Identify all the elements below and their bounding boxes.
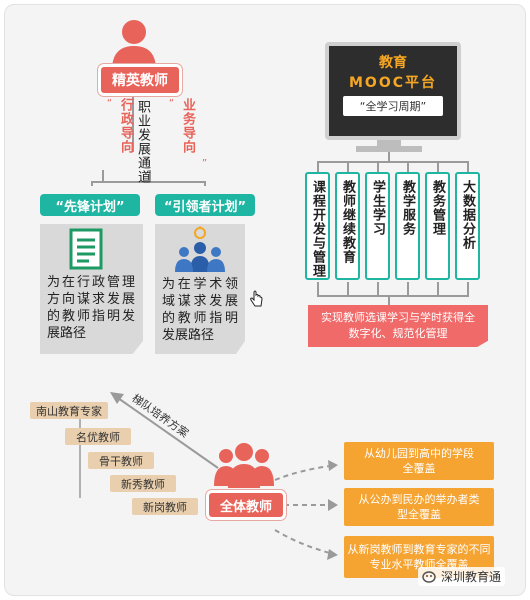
elite-teacher-label: 精英教师 bbox=[112, 73, 168, 89]
level-label: 骨干教师 bbox=[99, 454, 143, 468]
leader-plan-pill: “引领者计划” bbox=[155, 194, 255, 216]
close-quote: ” bbox=[199, 158, 210, 170]
elite-teacher-badge: 精英教师 bbox=[98, 64, 182, 96]
service-course-dev: 课程开发与管理 bbox=[305, 172, 330, 280]
service-label: 大数据分析 bbox=[460, 180, 475, 250]
watermark-text: 深圳教育通 bbox=[441, 570, 502, 584]
coverage-text: 从公办到民办的举办者类型全覆盖 bbox=[358, 493, 480, 521]
mooc-platform-monitor: 教育 MOOC平台 “全学习周期” bbox=[325, 42, 461, 140]
close-quote: ” bbox=[137, 158, 148, 170]
wechat-icon bbox=[422, 570, 436, 583]
open-quote: “ bbox=[104, 98, 115, 110]
vanguard-plan-text: 为在行政管理方向谋求发展的教师指明发展路径 bbox=[47, 275, 135, 341]
platform-goal-text: 实现教师选课学习与学时获得全数字化、规范化管理 bbox=[321, 311, 475, 340]
level-nanshan-expert: 南山教育专家 bbox=[30, 402, 108, 419]
platform-subtitle: “全学习周期” bbox=[343, 96, 443, 116]
level-famous-teacher: 名优教师 bbox=[65, 428, 131, 445]
career-channel-label: 职业发展通道 bbox=[135, 100, 150, 184]
service-label: 课程开发与管理 bbox=[310, 180, 325, 278]
service-label: 学生学习 bbox=[370, 180, 385, 236]
level-backbone-teacher: 骨干教师 bbox=[88, 452, 154, 469]
all-teachers-group-icon bbox=[214, 443, 274, 488]
hand-cursor-icon bbox=[250, 290, 263, 307]
service-label: 教务管理 bbox=[430, 180, 445, 236]
watermark: 深圳教育通 bbox=[418, 567, 506, 586]
service-label: 教师继续教育 bbox=[340, 180, 355, 264]
business-guide-label: 业务导向 bbox=[180, 98, 195, 154]
platform-title-line1: 教育 bbox=[379, 55, 407, 71]
all-teachers-label: 全体教师 bbox=[219, 499, 272, 515]
level-label: 名优教师 bbox=[76, 430, 120, 444]
admin-guide: “ 行政导向 ” bbox=[104, 98, 148, 170]
platform-title-line2: MOOC平台 bbox=[348, 75, 437, 91]
vanguard-plan-label: “先锋计划” bbox=[55, 199, 125, 215]
level-new-teacher: 新岗教师 bbox=[132, 498, 198, 515]
service-student-learning: 学生学习 bbox=[365, 172, 390, 280]
elite-teacher-person-icon bbox=[112, 20, 156, 70]
level-rising-teacher: 新秀教师 bbox=[110, 475, 176, 492]
business-guide: “ 业务导向 ” bbox=[166, 98, 210, 170]
level-label: 新岗教师 bbox=[143, 500, 187, 514]
level-label: 南山教育专家 bbox=[36, 404, 102, 418]
service-label: 教学服务 bbox=[400, 180, 415, 236]
document-icon bbox=[69, 228, 103, 270]
all-teachers-badge: 全体教师 bbox=[206, 490, 286, 520]
leader-plan-text: 为在学术领域谋求发展的教师指明发展路径 bbox=[162, 277, 238, 343]
coverage-stage: 从幼儿园到高中的学段全覆盖 bbox=[344, 442, 494, 480]
coverage-text: 从幼儿园到高中的学段全覆盖 bbox=[364, 447, 474, 475]
vanguard-plan-pill: “先锋计划” bbox=[40, 194, 140, 216]
service-academic-admin: 教务管理 bbox=[425, 172, 450, 280]
coverage-school-type: 从公办到民办的举办者类型全覆盖 bbox=[344, 488, 494, 526]
open-quote: “ bbox=[166, 98, 177, 110]
service-teaching: 教学服务 bbox=[395, 172, 420, 280]
admin-guide-label: 行政导向 bbox=[118, 98, 133, 154]
team-lightbulb-icon bbox=[175, 226, 225, 272]
platform-goal-banner: 实现教师选课学习与学时获得全数字化、规范化管理 bbox=[308, 305, 488, 347]
level-label: 新秀教师 bbox=[121, 477, 165, 491]
service-big-data: 大数据分析 bbox=[455, 172, 480, 280]
service-teacher-edu: 教师继续教育 bbox=[335, 172, 360, 280]
leader-plan-label: “引领者计划” bbox=[163, 199, 247, 215]
